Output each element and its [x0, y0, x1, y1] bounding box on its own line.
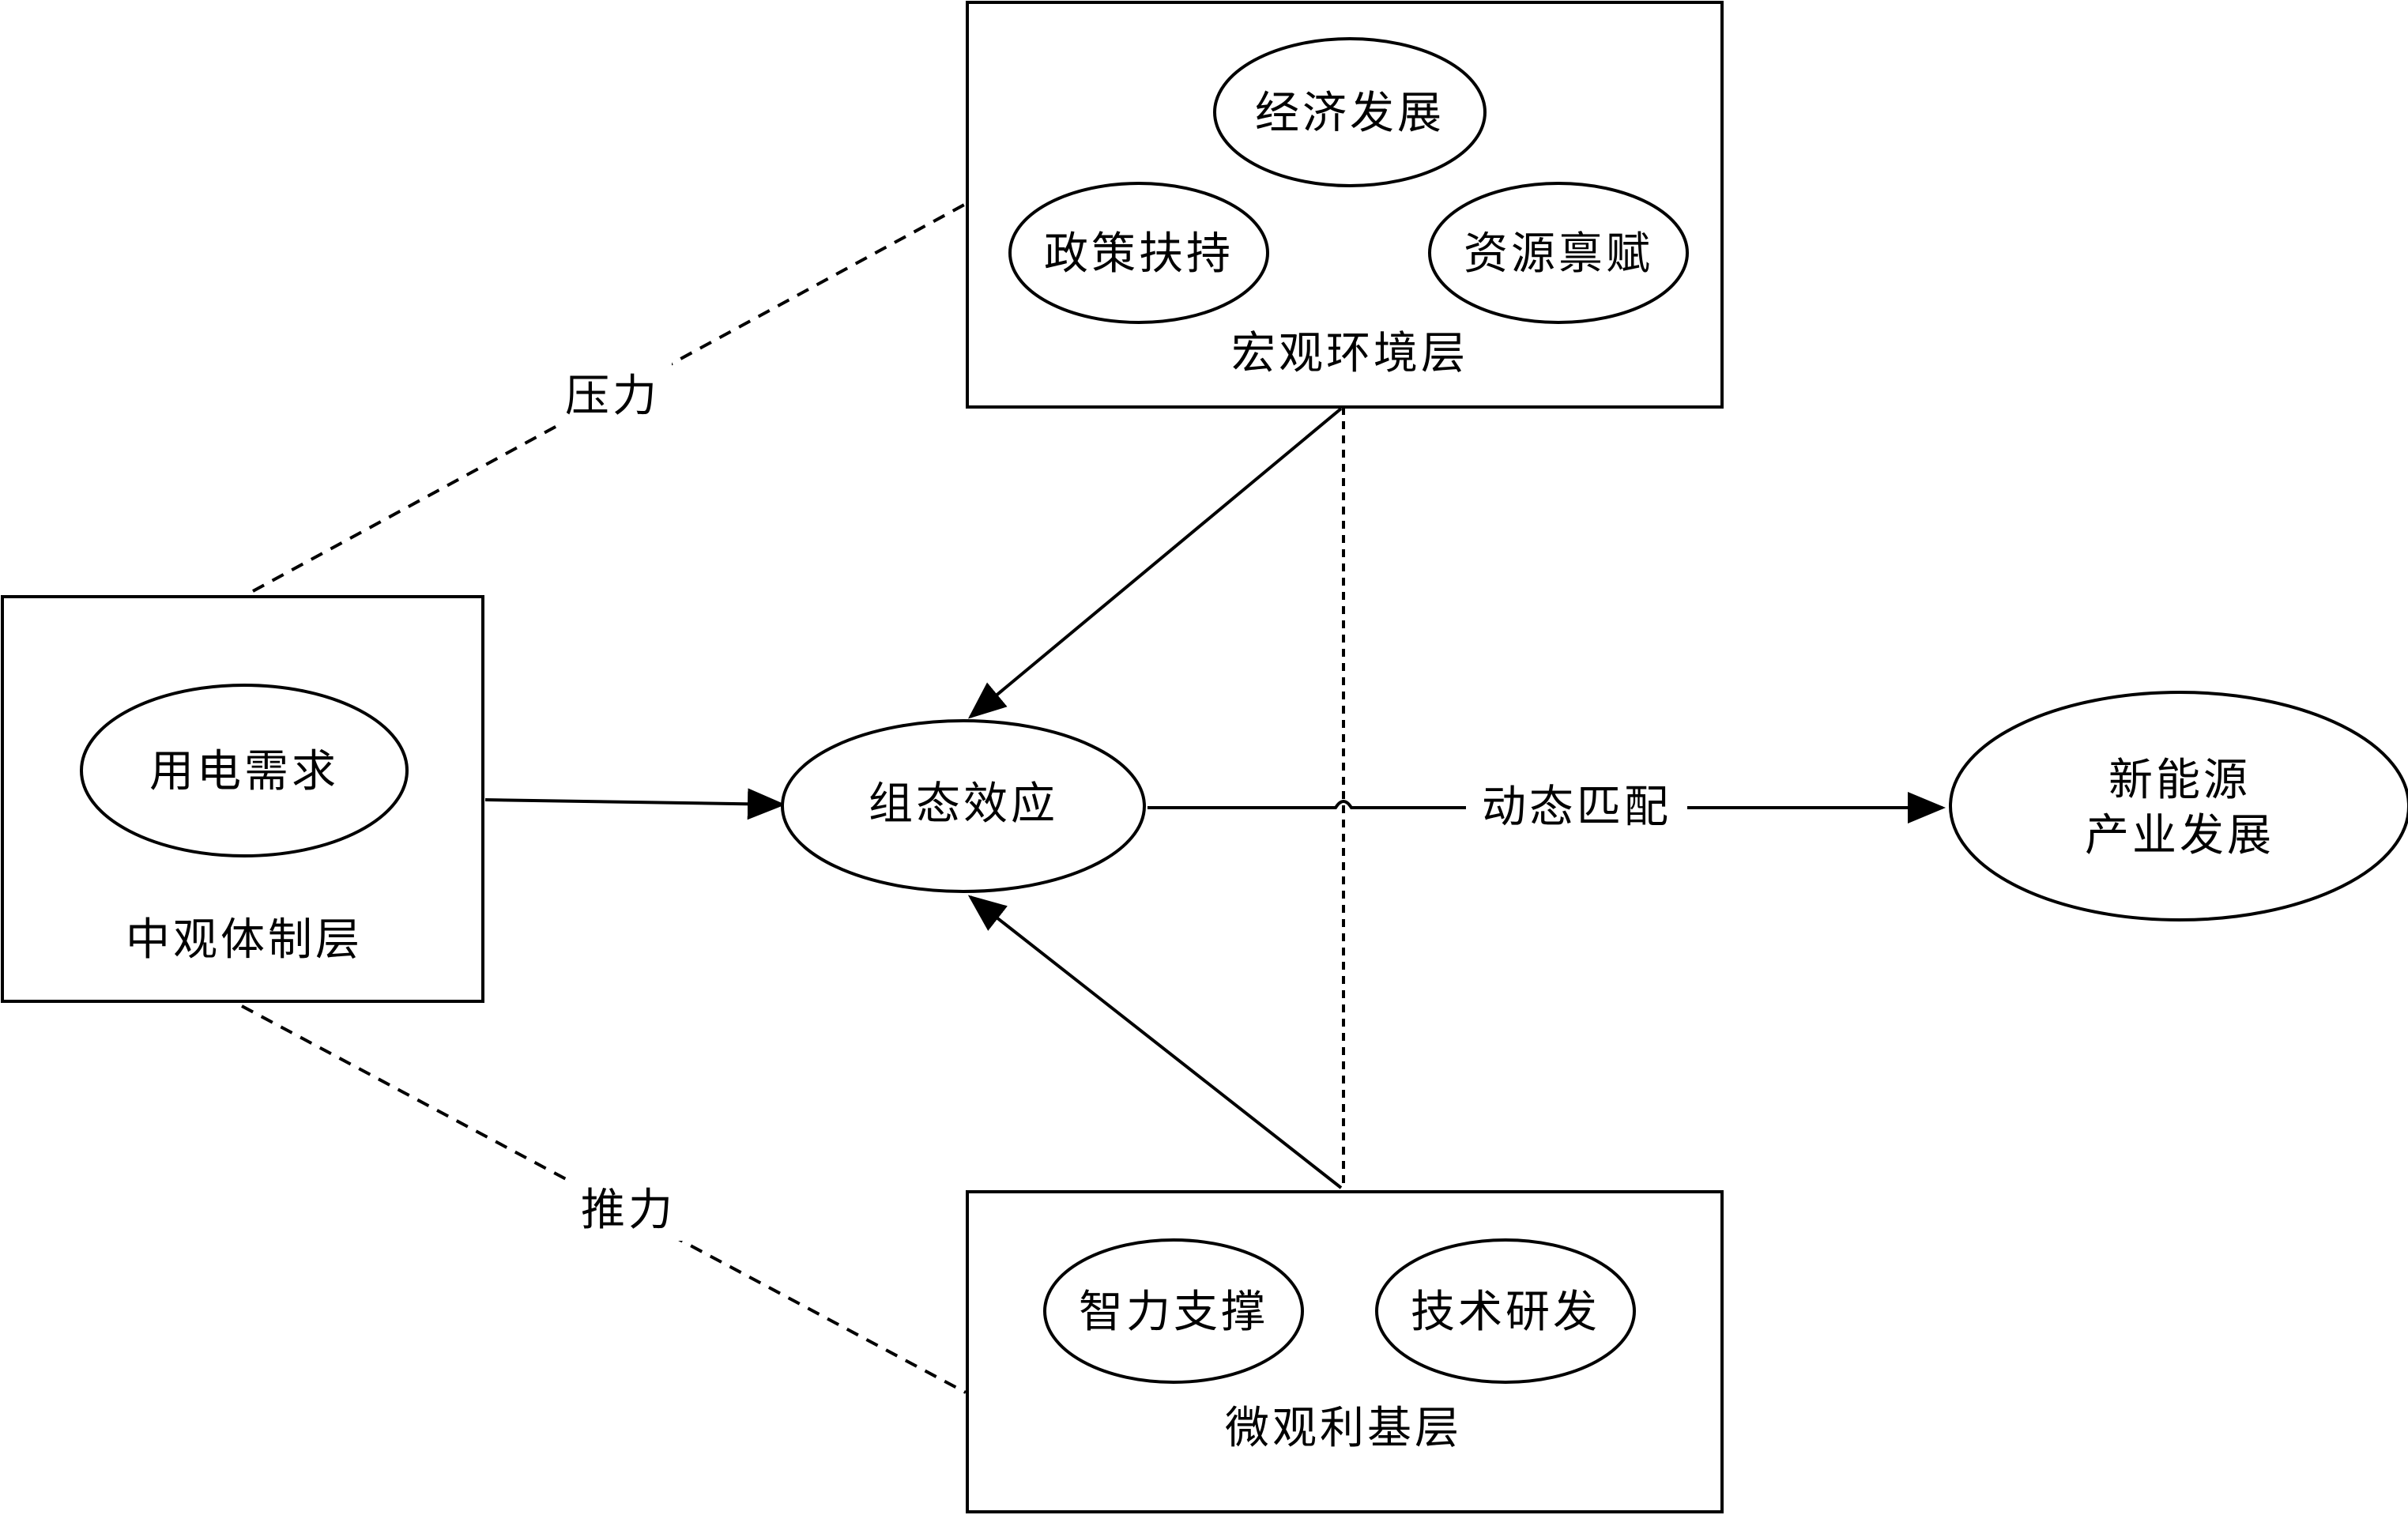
resource-endowment-node [1428, 182, 1689, 324]
micro-layer-box: 智力支撑 技术研发 微观利基层 [966, 1190, 1724, 1513]
intellectual-support-label: 智力支撑 [1079, 1287, 1268, 1338]
macro-to-center-arrow [967, 407, 1343, 719]
policy-support-label: 政策扶持 [1044, 228, 1234, 280]
configuration-effect-node [781, 719, 1146, 893]
new-energy-industry-node [1949, 691, 2408, 921]
economic-development-label: 经济发展 [1255, 88, 1445, 139]
macro-layer-title: 宏观环境层 [1231, 328, 1468, 379]
meso-layer-title: 中观体制层 [126, 914, 363, 966]
electricity-demand-node [80, 684, 409, 857]
tech-rd-label: 技术研发 [1411, 1287, 1600, 1338]
micro-layer-title: 微观利基层 [1225, 1403, 1462, 1454]
electricity-demand-label: 用电需求 [149, 746, 339, 797]
macro-layer-box: 经济发展 政策扶持 资源禀赋 宏观环境层 [966, 1, 1724, 409]
economic-development-node [1213, 37, 1487, 187]
policy-support-node [1008, 182, 1269, 324]
micro-to-center-arrow [967, 895, 1343, 1189]
center-to-outcome-line [1147, 800, 1466, 809]
new-energy-industry-label-line1: 新能源 [2108, 755, 2251, 806]
dynamic-match-label: 动态匹配 [1482, 782, 1671, 833]
intellectual-support-node [1043, 1238, 1304, 1384]
tech-rd-node [1375, 1238, 1636, 1384]
new-energy-industry-label-line2: 产业发展 [2085, 810, 2274, 861]
meso-to-center-arrow [484, 788, 786, 820]
pressure-label: 压力 [565, 371, 660, 422]
meso-layer-box: 用电需求 中观体制层 [1, 595, 484, 1003]
configuration-effect-label: 组态效应 [869, 778, 1058, 830]
push-label: 推力 [581, 1185, 676, 1236]
resource-endowment-label: 资源禀赋 [1464, 228, 1653, 280]
